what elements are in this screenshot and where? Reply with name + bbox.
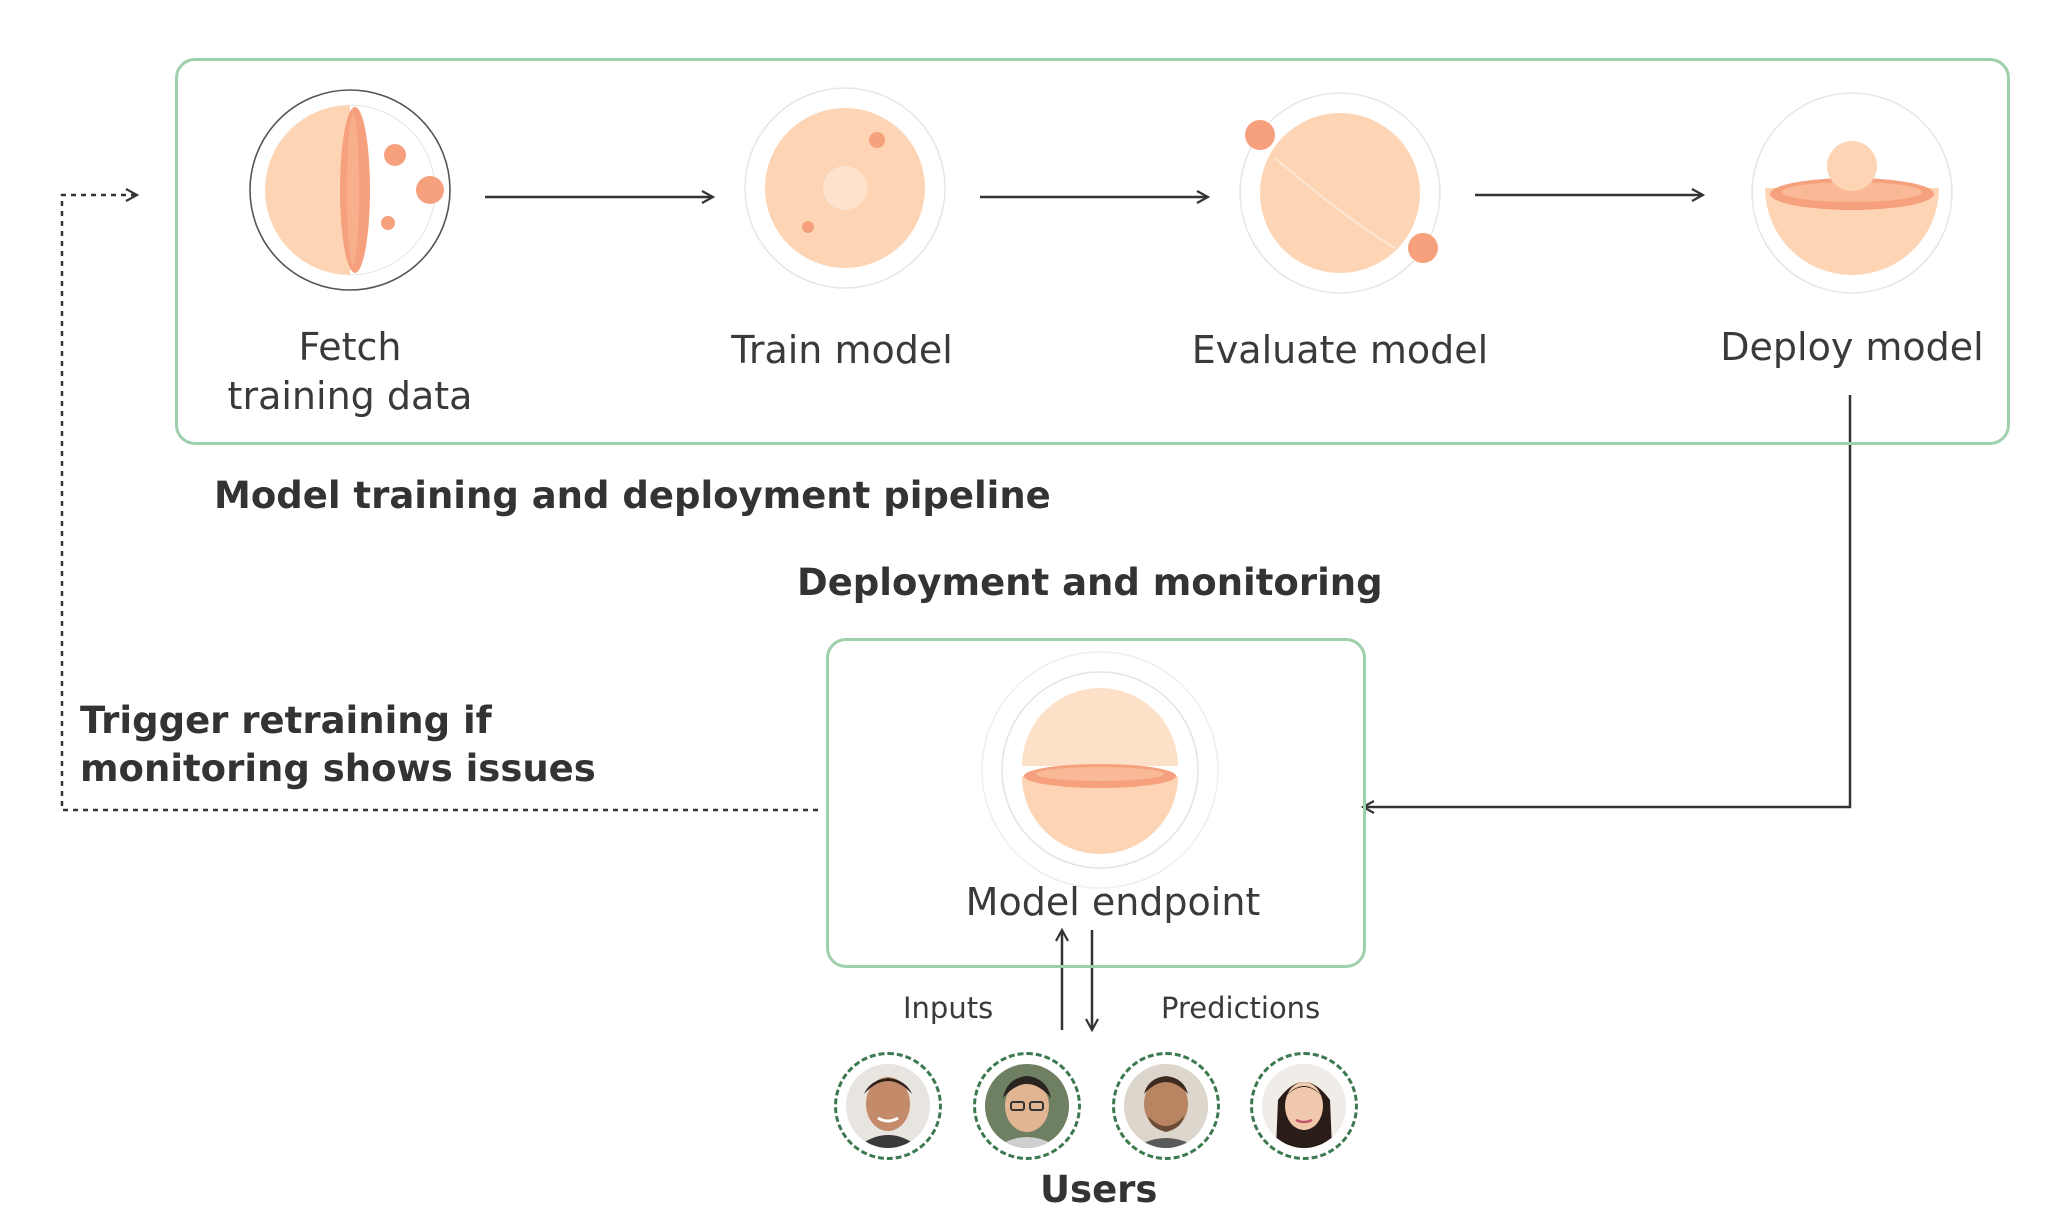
user-avatar-2-face xyxy=(985,1064,1069,1148)
user-avatar-1 xyxy=(834,1052,942,1160)
user-avatar-4 xyxy=(1250,1052,1358,1160)
predictions-label: Predictions xyxy=(1161,991,1321,1025)
deploy-bowl-icon xyxy=(1751,92,1953,294)
endpoint-label: Model endpoint xyxy=(965,880,1261,924)
step-label-deploy: Deploy model xyxy=(1720,325,1984,369)
step-label-evaluate: Evaluate model xyxy=(1191,328,1489,372)
retrain-note-line1: Trigger retraining if xyxy=(80,699,492,742)
step-label-fetch-line2: training data xyxy=(227,374,473,419)
inputs-label: Inputs xyxy=(903,991,994,1025)
user-avatar-2 xyxy=(973,1052,1081,1160)
data-sphere-icon xyxy=(249,89,451,291)
step-label-fetch-line1: Fetch xyxy=(298,325,402,369)
endpoint-sphere-icon xyxy=(981,651,1219,889)
user-avatar-3-face xyxy=(1124,1064,1208,1148)
monitoring-title: Deployment and monitoring xyxy=(797,561,1383,604)
pipeline-panel xyxy=(175,58,2010,445)
user-avatar-4-face xyxy=(1262,1064,1346,1148)
training-sphere-icon xyxy=(744,87,946,289)
evaluation-sphere-icon xyxy=(1239,92,1441,294)
arrow-deploy-to-endpoint xyxy=(1363,395,1852,807)
user-avatar-3 xyxy=(1112,1052,1220,1160)
user-avatar-1-face xyxy=(846,1064,930,1148)
retrain-loop-arrow xyxy=(60,195,818,812)
endpoint-panel xyxy=(826,638,1366,968)
users-label: Users xyxy=(1040,1168,1158,1211)
step-label-fetch: Fetch training data xyxy=(228,323,473,422)
retrain-note-line2: monitoring shows issues xyxy=(80,747,596,791)
pipeline-title: Model training and deployment pipeline xyxy=(214,474,1051,517)
retrain-note: Trigger retraining if monitoring shows i… xyxy=(80,697,596,793)
step-label-train: Train model xyxy=(731,328,953,372)
